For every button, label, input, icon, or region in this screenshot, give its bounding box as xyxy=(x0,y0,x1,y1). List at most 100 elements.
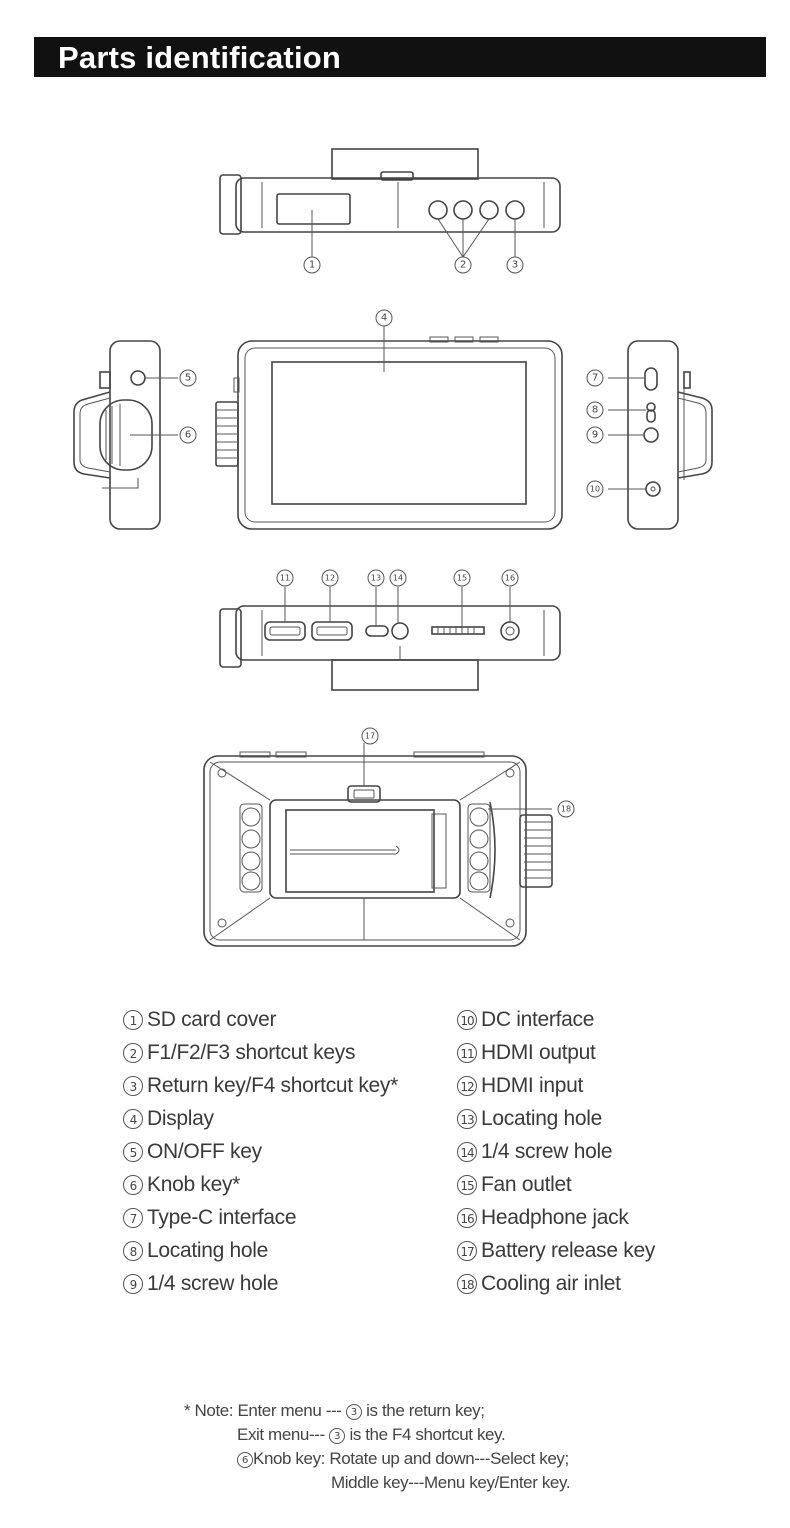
svg-text:11: 11 xyxy=(280,574,290,583)
svg-text:7: 7 xyxy=(592,373,598,384)
callout-2: 2 xyxy=(454,256,472,274)
callout-5: 5 xyxy=(179,369,197,387)
back-view xyxy=(203,743,553,947)
callout-16: 16 xyxy=(501,569,519,587)
svg-text:18: 18 xyxy=(561,805,571,814)
callout-17: 17 xyxy=(361,727,379,745)
legend-label: Fan outlet xyxy=(481,1173,572,1196)
legend-label: Headphone jack xyxy=(481,1206,629,1229)
note-text: Knob key: Rotate up and down---Select ke… xyxy=(253,1449,569,1468)
legend-label: F1/F2/F3 shortcut keys xyxy=(147,1041,356,1064)
callout-marker: 14 xyxy=(457,1142,477,1162)
bottom-view xyxy=(219,587,561,691)
callout-15: 15 xyxy=(453,569,471,587)
svg-text:1: 1 xyxy=(309,260,315,271)
header-bar: Parts identification xyxy=(34,37,766,77)
svg-text:4: 4 xyxy=(381,313,387,324)
right-side-view xyxy=(608,340,713,530)
callout-11: 11 xyxy=(276,569,294,587)
callout-marker: 10 xyxy=(457,1010,477,1030)
callout-marker: 12 xyxy=(457,1076,477,1096)
svg-text:13: 13 xyxy=(371,574,381,583)
legend-label: Locating hole xyxy=(481,1107,603,1130)
callout-marker: 13 xyxy=(457,1109,477,1129)
svg-text:17: 17 xyxy=(365,732,375,741)
callout-marker: 15 xyxy=(457,1175,477,1195)
callout-marker: 9 xyxy=(123,1274,143,1294)
legend-label: Knob key* xyxy=(147,1173,241,1196)
svg-text:15: 15 xyxy=(457,574,467,583)
callout-marker: 3 xyxy=(123,1076,143,1096)
callout-marker: 4 xyxy=(123,1109,143,1129)
callout-marker: 3 xyxy=(329,1428,346,1444)
callout-marker: 2 xyxy=(123,1043,143,1063)
svg-text:2: 2 xyxy=(460,260,466,271)
left-side-view xyxy=(73,340,178,530)
page-title: Parts identification xyxy=(58,40,342,75)
callout-marker: 6 xyxy=(123,1175,143,1195)
callout-13: 13 xyxy=(367,569,385,587)
svg-text:12: 12 xyxy=(325,574,335,583)
note-line-4: Middle key---Menu key/Enter key. xyxy=(331,1473,571,1493)
legend-label: Type-C interface xyxy=(147,1206,297,1229)
legend-label: ON/OFF key xyxy=(147,1140,262,1163)
svg-text:14: 14 xyxy=(393,574,403,583)
legend-label: Battery release key xyxy=(481,1239,656,1262)
svg-text:6: 6 xyxy=(185,430,191,441)
callout-1: 1 xyxy=(303,256,321,274)
note-text: Middle key---Menu key/Enter key. xyxy=(331,1473,571,1492)
callout-8: 8 xyxy=(586,401,604,419)
callout-marker: 3 xyxy=(345,1404,362,1420)
legend-label: 1/4 screw hole xyxy=(147,1272,279,1295)
callout-12: 12 xyxy=(321,569,339,587)
callout-9: 9 xyxy=(586,426,604,444)
top-view xyxy=(219,148,561,258)
svg-text:5: 5 xyxy=(185,373,191,384)
legend-label: Locating hole xyxy=(147,1239,269,1262)
callout-marker: 7 xyxy=(123,1208,143,1228)
legend-label: SD card cover xyxy=(147,1008,277,1031)
note-text: Exit menu--- xyxy=(237,1425,325,1444)
callout-7: 7 xyxy=(586,369,604,387)
svg-text:10: 10 xyxy=(590,485,600,494)
callout-10: 10 xyxy=(586,480,604,498)
callout-3: 3 xyxy=(506,256,524,274)
callout-marker: 16 xyxy=(457,1208,477,1228)
callout-6: 6 xyxy=(179,426,197,444)
callout-marker: 6 xyxy=(237,1452,253,1468)
legend-label: 1/4 screw hole xyxy=(481,1140,613,1163)
callout-marker: 18 xyxy=(457,1274,477,1294)
callout-18: 18 xyxy=(557,800,575,818)
callout-marker: 11 xyxy=(457,1043,477,1063)
callout-marker: 5 xyxy=(123,1142,143,1162)
callout-marker: 1 xyxy=(123,1010,143,1030)
note-text: * Note: Enter menu --- xyxy=(184,1401,342,1420)
legend-label: Return key/F4 shortcut key* xyxy=(147,1074,399,1097)
legend-label: Display xyxy=(147,1107,214,1130)
front-view xyxy=(215,326,563,530)
callout-marker: 17 xyxy=(457,1241,477,1261)
callout-4: 4 xyxy=(375,309,393,327)
svg-text:3: 3 xyxy=(512,260,518,271)
svg-text:16: 16 xyxy=(505,574,515,583)
svg-text:8: 8 xyxy=(592,405,598,416)
note-line-2: Exit menu--- 3 is the F4 shortcut key. xyxy=(237,1425,506,1445)
